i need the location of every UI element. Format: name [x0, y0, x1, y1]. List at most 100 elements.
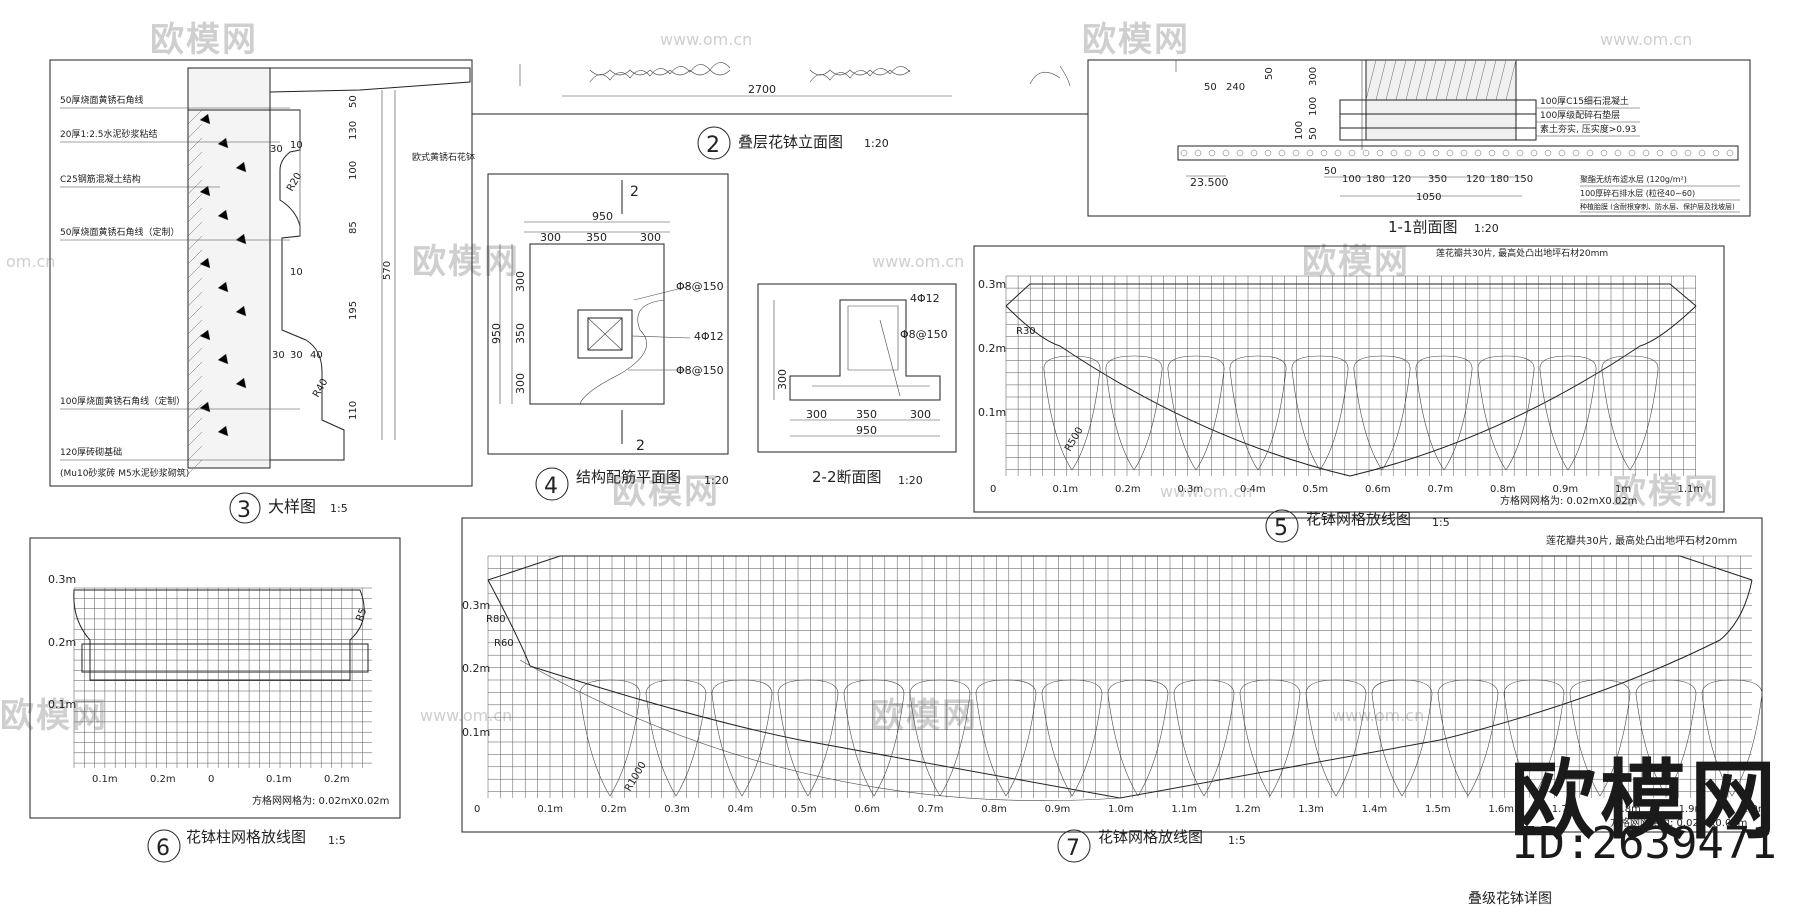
gravel-mark	[1432, 149, 1440, 157]
grid-x-tick: 1.0m	[1108, 804, 1134, 815]
grid-x-tick: 0	[990, 484, 996, 495]
grid-x-tick: 0	[208, 774, 214, 785]
section-2-2-dim: 300	[776, 369, 789, 390]
hatch-line	[187, 291, 203, 307]
watermark-url: www.om.cn	[420, 706, 513, 725]
watermark-logo: 欧模网	[150, 20, 258, 60]
section-2-2-scale: 1:20	[898, 474, 923, 487]
gravel-mark	[1656, 149, 1664, 157]
hatch-line	[187, 277, 203, 293]
grid-x-tick: 0.8m	[981, 804, 1007, 815]
hatch-line	[187, 375, 203, 391]
grid-x-tick: 0.1m	[266, 774, 292, 785]
rebar-section-mark: 2	[636, 438, 645, 454]
detail-3-dim: 85	[348, 221, 359, 234]
column-band	[81, 643, 369, 673]
section-dim: 300	[1308, 67, 1319, 86]
lotus-petal	[1601, 355, 1659, 471]
gravel-mark	[1572, 149, 1580, 157]
gravel-mark	[1390, 149, 1398, 157]
hatch-line	[1455, 59, 1467, 101]
lotus-petal	[777, 679, 839, 797]
gravel-mark	[1278, 149, 1286, 157]
section-dim: 50	[1308, 127, 1319, 140]
gravel-mark	[1628, 149, 1636, 157]
detail-2-2-section: 4Φ12 Φ8@150 300 300 350 300 950 2-2断面图 1…	[757, 283, 957, 487]
hatch-mark	[217, 137, 229, 149]
grid-5-note: 莲花瓣共30片, 最高处凸出地坪石材20mm	[1436, 247, 1608, 259]
rebar-spec: Φ8@150	[676, 364, 724, 377]
detail-3-dim: 30	[270, 144, 283, 155]
watermark-logo: 欧模网	[0, 696, 108, 736]
brand-logo: 欧模网	[1510, 751, 1780, 851]
detail-2-number: 2	[706, 133, 720, 158]
grid-6-radius: R5	[354, 607, 369, 623]
watermark-url: www.om.cn	[1160, 482, 1253, 501]
detail-6-scale: 1:5	[328, 834, 346, 847]
grid-6-y-tick: 0.3m	[48, 573, 76, 586]
rebar-dim: 300	[640, 231, 661, 244]
hatch-mark	[235, 305, 247, 317]
section-layer-label: 素土夯实, 压实度>0.93	[1540, 123, 1636, 135]
section-dim: 180	[1366, 174, 1385, 185]
gravel-mark	[1348, 149, 1356, 157]
hatch-mark	[235, 233, 247, 245]
section-dim-total: 1050	[1416, 192, 1441, 203]
hatch-line	[187, 333, 203, 349]
grid-5-radius: R30	[1016, 326, 1036, 337]
gravel-mark	[1404, 149, 1412, 157]
grid-5-note-grid: 方格网网格为: 0.02mX0.02m	[1500, 494, 1637, 507]
hatch-mark	[217, 353, 229, 365]
grid-x-tick: 0.4m	[1240, 484, 1266, 495]
hatch-line	[1475, 59, 1487, 101]
rebar-dim-total: 950	[490, 323, 503, 344]
grid-x-tick: 0.2m	[1115, 484, 1141, 495]
column-profile	[73, 589, 365, 681]
lotus-petal	[1371, 679, 1433, 797]
gravel-mark	[1516, 149, 1524, 157]
watermark-logo: 欧模网	[612, 472, 720, 512]
detail-3-dim-total: 570	[382, 261, 393, 280]
detail-3-large-scale-drawing: 50厚烧面黄锈石角线 20厚1:2.5水泥砂浆粘结 C25钢筋混凝土结构 50厚…	[49, 59, 475, 524]
grid-x-tick: 0.5m	[791, 804, 817, 815]
section-dim: 100	[1308, 97, 1319, 116]
rebar-dim: 350	[586, 231, 607, 244]
lotus-petal	[1477, 355, 1535, 471]
hatch-mark	[199, 185, 211, 197]
hatch-line	[187, 137, 203, 153]
detail-2-title: 叠层花钵立面图	[738, 133, 843, 151]
grid-5-y-tick: 0.3m	[978, 278, 1006, 291]
grid-x-tick: 0.3m	[1178, 484, 1204, 495]
hatch-mark	[217, 209, 229, 221]
grid-x-tick: 2.0m	[1742, 804, 1768, 815]
hatch-mark	[199, 113, 211, 125]
hatch-line	[1425, 59, 1437, 101]
hatch-mark	[199, 401, 211, 413]
rebar-dim: 350	[514, 323, 527, 344]
hatch-line	[187, 319, 203, 335]
lotus-petal	[579, 679, 641, 797]
grid-x-tick: 1.6m	[1488, 804, 1514, 815]
grid-x-tick: 0.3m	[664, 804, 690, 815]
grid-x-tick: 0.8m	[1490, 484, 1516, 495]
section-2-2-dim: 300	[910, 408, 931, 421]
grid-x-tick: 0.2m	[324, 774, 350, 785]
brand-id: ID:2639471	[1512, 818, 1777, 869]
section-dim: 240	[1226, 82, 1245, 93]
lotus-petal	[909, 679, 971, 797]
detail-3-dim: 10	[290, 267, 303, 278]
lotus-petal	[1353, 355, 1411, 471]
bowl-rim	[1005, 283, 1697, 307]
hatch-line	[1445, 59, 1457, 101]
hatch-mark	[235, 161, 247, 173]
bowl-outline	[1005, 305, 1697, 477]
detail-3-dim: 110	[348, 401, 359, 420]
hatch-line	[1405, 59, 1417, 101]
hatch-line	[187, 235, 203, 251]
detail-5-number: 5	[1274, 516, 1288, 541]
watermark-logo: 欧模网	[1612, 472, 1720, 512]
lotus-petal	[711, 679, 773, 797]
grid-x-tick: 0.5m	[1303, 484, 1329, 495]
gravel-mark	[1614, 149, 1622, 157]
hatch-line	[187, 123, 203, 139]
